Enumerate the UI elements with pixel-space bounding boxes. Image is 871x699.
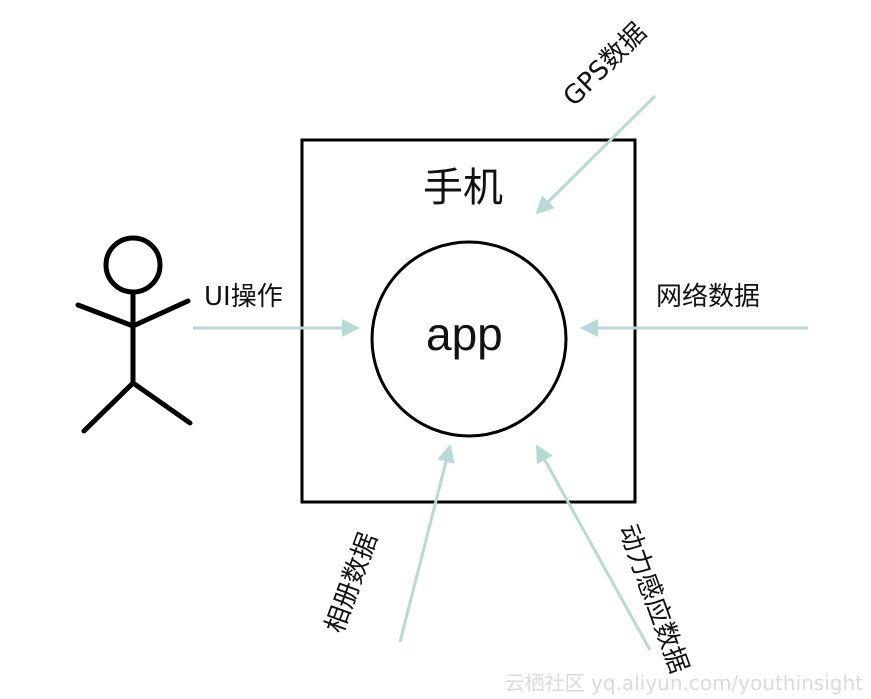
network-data-label: 网络数据 <box>656 282 761 312</box>
watermark-text: 云栖社区 yq.aliyun.com/youthinsight <box>504 671 863 695</box>
app-circle <box>370 240 568 438</box>
motion-arrow <box>535 444 652 651</box>
figure-leg-right <box>130 380 193 426</box>
gps-arrow <box>535 94 657 215</box>
app-label: app <box>426 308 503 360</box>
ui-operation-label: UI操作 <box>204 282 283 312</box>
phone-box <box>300 138 637 504</box>
figure-arm-left <box>75 302 136 329</box>
album-arrow <box>398 444 455 643</box>
phone-title: 手机 <box>423 165 503 211</box>
figure-head <box>103 235 163 295</box>
figure-arm-right <box>130 298 191 329</box>
figure-leg-left <box>81 380 136 434</box>
stick-figure-icon <box>75 235 193 434</box>
